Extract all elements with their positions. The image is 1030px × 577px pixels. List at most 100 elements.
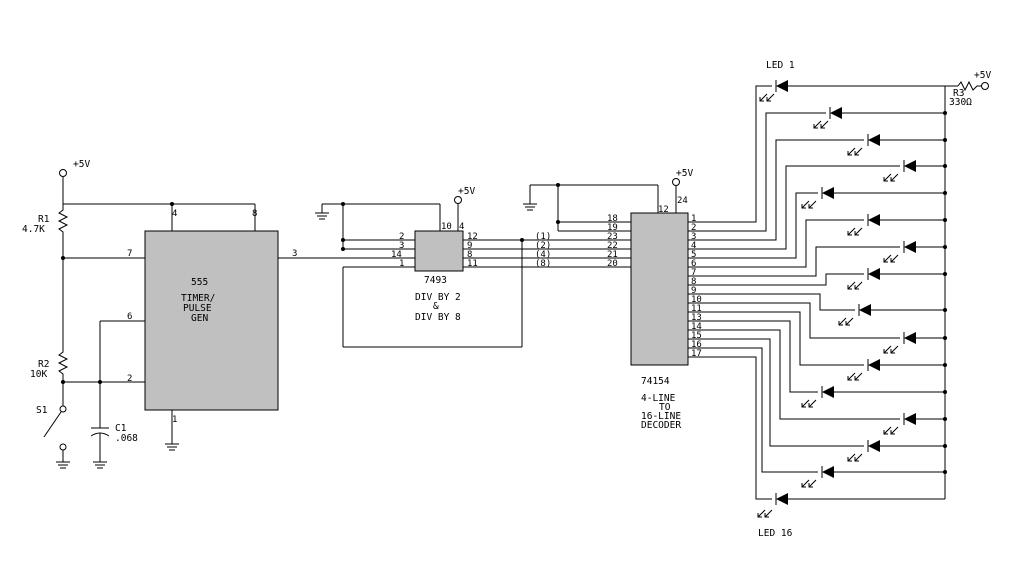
- ic7493-pin-1: 1: [399, 259, 404, 269]
- led-12: [801, 386, 945, 408]
- supply-7493-label: +5V: [458, 186, 475, 197]
- ic74154-desc3: 16-LINE: [641, 411, 681, 422]
- ic7493-pin-14: 14: [391, 250, 402, 260]
- counter-bus: (1) (2) (4) (8): [463, 232, 631, 269]
- ic7493-pin-9: 9: [467, 241, 472, 251]
- ic555-pin-1: 1: [172, 415, 177, 425]
- out-pin-15: 15: [691, 331, 702, 341]
- ic7493-name: 7493: [424, 275, 447, 286]
- ic74154-pin-18: 18: [607, 214, 618, 224]
- out-pin-13: 13: [691, 313, 702, 323]
- supply-74154-label: +5V: [676, 168, 693, 179]
- out-pin-3: 3: [691, 232, 696, 242]
- led-array: LED 1 LED 16: [757, 60, 947, 539]
- led-15: [801, 466, 945, 488]
- ic7493-pin-11: 11: [467, 259, 478, 269]
- led-14: [847, 440, 945, 462]
- ic74154-desc2: TO: [659, 402, 671, 413]
- ic7493-pin-10: 10: [441, 222, 452, 232]
- weight-2: (2): [535, 241, 551, 251]
- resistor-r3: +5V R3 330Ω: [945, 70, 991, 108]
- resistor-r2: R2 10K: [30, 258, 69, 382]
- output-wires: [688, 85, 900, 500]
- ic555-line1: TIMER/: [181, 293, 215, 304]
- r1-value: 4.7K: [22, 224, 45, 235]
- weight-4: (4): [535, 250, 551, 260]
- out-pin-6: 6: [691, 259, 696, 269]
- led-3: [847, 134, 945, 156]
- ic-555: 555 TIMER/ PULSE GEN 4 8 7 6 2 3 1: [127, 209, 297, 451]
- led-13: [883, 413, 945, 435]
- led-9: [838, 304, 945, 326]
- out-pin-11: 11: [691, 304, 702, 314]
- ic555-pin-3: 3: [292, 249, 297, 259]
- ic7493-pin-2: 2: [399, 232, 404, 242]
- ic-7493: +5V 7493 DIV BY 2 & DIV BY 8 2 3 14 1 10…: [315, 186, 524, 348]
- out-pin-4: 4: [691, 241, 696, 251]
- r1-name: R1: [38, 214, 50, 225]
- capacitor-c1: C1 .068: [90, 423, 138, 469]
- ic74154-pin-23: 23: [607, 232, 618, 242]
- ic7493-pin-12: 12: [467, 232, 478, 242]
- out-pin-10: 10: [691, 295, 702, 305]
- led-2: [813, 107, 945, 129]
- ic74154-desc4: DECODER: [641, 420, 681, 431]
- ic74154-pin-19: 19: [607, 223, 618, 233]
- ic74154-pin-20: 20: [607, 259, 618, 269]
- ic74154-pin-22: 22: [607, 241, 618, 251]
- led-4: [883, 160, 945, 182]
- weight-8: (8): [535, 259, 551, 269]
- c1-value: .068: [115, 433, 138, 444]
- ic74154-desc1: 4-LINE: [641, 393, 676, 404]
- led-7: [883, 241, 945, 263]
- led-1: [759, 80, 945, 102]
- r3-name: R3: [953, 88, 964, 99]
- r2-value: 10K: [30, 369, 47, 380]
- supply-555: +5V: [59, 159, 256, 231]
- out-pin-14: 14: [691, 322, 702, 332]
- ic7493-pin-8: 8: [467, 250, 472, 260]
- led-16: [757, 493, 945, 518]
- ic555-pin-8: 8: [252, 209, 257, 219]
- ic555-pin-7: 7: [127, 249, 132, 259]
- weight-1: (1): [535, 232, 551, 242]
- ic74154-pin-24: 24: [677, 196, 688, 206]
- resistor-r1: R1 4.7K: [22, 204, 69, 258]
- ic555-pin-2: 2: [127, 374, 132, 384]
- ic555-line2: PULSE: [183, 303, 212, 314]
- led-8: [847, 268, 945, 290]
- ic555-pin-6: 6: [127, 312, 132, 322]
- led-10: [883, 332, 945, 354]
- led-1-label: LED 1: [766, 60, 795, 71]
- out-pin-9: 9: [691, 286, 696, 296]
- switch-s1: S1: [36, 382, 70, 469]
- ic7493-pin-3: 3: [399, 241, 404, 251]
- led-6: [847, 214, 945, 236]
- s1-name: S1: [36, 405, 48, 416]
- ic74154-name: 74154: [641, 376, 670, 387]
- out-pin-5: 5: [691, 250, 696, 260]
- c1-name: C1: [115, 423, 127, 434]
- led-16-label: LED 16: [758, 528, 793, 539]
- supply-label: +5V: [73, 159, 90, 170]
- r3-value: 330Ω: [949, 97, 972, 108]
- ic555-line3: GEN: [191, 313, 208, 324]
- ic7493-pin-4: 4: [459, 222, 464, 232]
- out-pin-8: 8: [691, 277, 696, 287]
- ic74154-pin-12: 12: [658, 205, 669, 215]
- out-pin-2: 2: [691, 223, 696, 233]
- r2-name: R2: [38, 359, 49, 370]
- supply-r3-label: +5V: [974, 70, 991, 81]
- ic7493-desc3: DIV BY 8: [415, 312, 461, 323]
- ic7493-desc2: &: [433, 301, 439, 312]
- out-pin-7: 7: [691, 268, 696, 278]
- led-5: [801, 187, 945, 209]
- ic7493-desc1: DIV BY 2: [415, 292, 461, 303]
- ic555-name: 555: [191, 277, 208, 288]
- ic555-pin-4: 4: [172, 209, 177, 219]
- ic-74154: +5V 74154 4-LINE TO 16-LINE DECODER 18 1…: [523, 168, 702, 431]
- out-pin-1: 1: [691, 214, 696, 224]
- led-11: [847, 359, 945, 381]
- out-pin-16: 16: [691, 340, 702, 350]
